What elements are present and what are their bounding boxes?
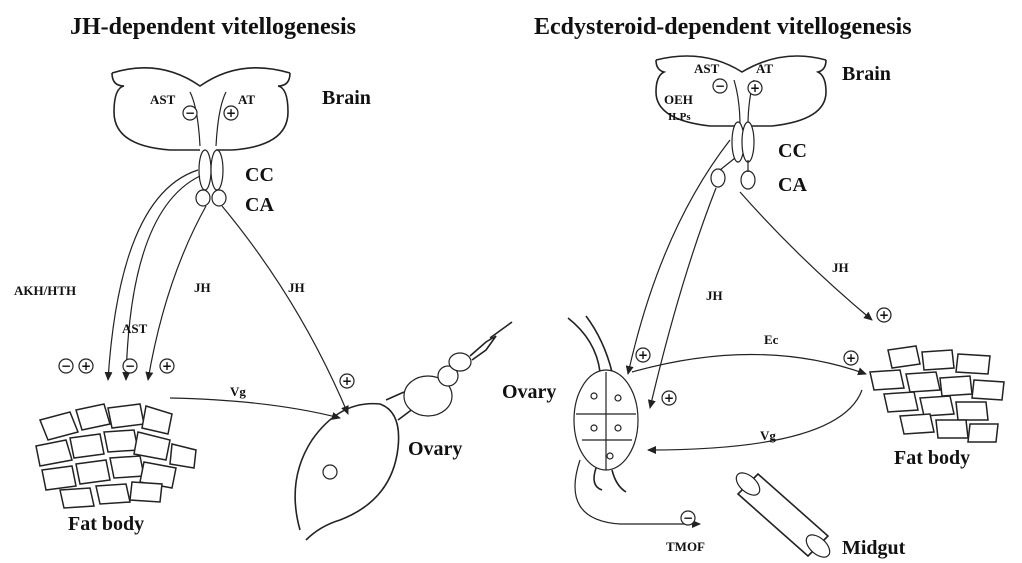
left-jh-sign-2: + <box>342 374 352 388</box>
right-ast-label: AST <box>694 61 720 76</box>
right-cc-lobe-2 <box>742 122 754 162</box>
right-jh-label-2: JH <box>832 260 849 275</box>
right-ec-sign: + <box>846 351 856 365</box>
right-ast-sign: − <box>715 79 725 93</box>
right-tmof-label: TMOF <box>666 539 705 554</box>
left-fat-body-cells <box>36 404 196 508</box>
right-panel: Ecdysteroid-dependent vitellogenesis AST… <box>502 14 1004 561</box>
left-vg-arrow <box>170 398 340 418</box>
left-ca-gland-2 <box>212 190 226 206</box>
right-midgut-label: Midgut <box>842 537 906 559</box>
right-ca-gland-1 <box>711 169 725 187</box>
left-ca-label: CA <box>245 194 274 216</box>
left-jh-sign-1: + <box>162 359 172 373</box>
left-fat-body-label: Fat body <box>68 513 144 535</box>
right-tmof-arrow <box>575 460 700 524</box>
right-ca-label: CA <box>778 174 807 196</box>
right-ca-gland-2 <box>741 171 755 189</box>
left-panel: JH-dependent vitellogenesis AST AT − + B… <box>14 14 512 540</box>
left-cc-label: CC <box>245 164 274 186</box>
right-jh-label-1: JH <box>706 288 723 303</box>
right-ca-connector-1 <box>720 158 735 170</box>
right-vg-label: Vg <box>760 428 776 443</box>
right-fat-body-cells <box>870 346 1004 442</box>
right-midgut <box>732 469 834 562</box>
left-ast-arrow-sign: − <box>125 359 135 373</box>
left-ast-arrow-label: AST <box>122 321 148 336</box>
right-at-label: AT <box>756 61 773 76</box>
left-jh-label-1: JH <box>194 280 211 295</box>
left-akh-arrow <box>108 170 198 380</box>
left-vg-label: Vg <box>230 384 246 399</box>
left-ovary-label: Ovary <box>408 438 462 460</box>
right-oeh-label: OEH <box>664 92 693 107</box>
left-akh-sign-1: − <box>61 359 71 373</box>
right-cc-label: CC <box>778 140 807 162</box>
right-title: Ecdysteroid-dependent vitellogenesis <box>534 14 912 40</box>
left-cc-lobe-1 <box>199 150 211 190</box>
right-brain-label: Brain <box>842 63 891 85</box>
left-akh-sign-2: + <box>81 359 91 373</box>
left-ovary <box>295 322 512 540</box>
left-cc-lobe-2 <box>211 150 223 190</box>
right-jh-sign: + <box>664 391 674 405</box>
right-vg-arrow <box>648 390 862 450</box>
right-ovary-label: Ovary <box>502 381 556 403</box>
left-jh-label-2: JH <box>288 280 305 295</box>
left-brain <box>112 68 290 150</box>
left-brain-label: Brain <box>322 87 371 109</box>
right-ec-arrow <box>632 354 866 374</box>
right-jh-arrow-fatbody <box>740 192 872 320</box>
left-ast-sign: − <box>185 106 195 120</box>
right-oeh-sign: + <box>638 348 648 362</box>
left-ast-arrow <box>126 176 200 380</box>
left-at-sign: + <box>226 106 236 120</box>
left-ast-label: AST <box>150 92 176 107</box>
right-at-sign: + <box>750 81 760 95</box>
right-tmof-sign: − <box>683 511 693 525</box>
right-fat-body-label: Fat body <box>894 447 970 469</box>
left-title: JH-dependent vitellogenesis <box>70 14 356 40</box>
left-at-label: AT <box>238 92 255 107</box>
right-jh-fat-sign: + <box>879 308 889 322</box>
right-ec-label: Ec <box>764 332 779 347</box>
left-jh-arrow-ovary <box>222 206 348 414</box>
left-akh-label: AKH/HTH <box>14 283 76 298</box>
left-ca-gland-1 <box>196 190 210 206</box>
right-ilps-label: ILPs <box>668 111 691 123</box>
